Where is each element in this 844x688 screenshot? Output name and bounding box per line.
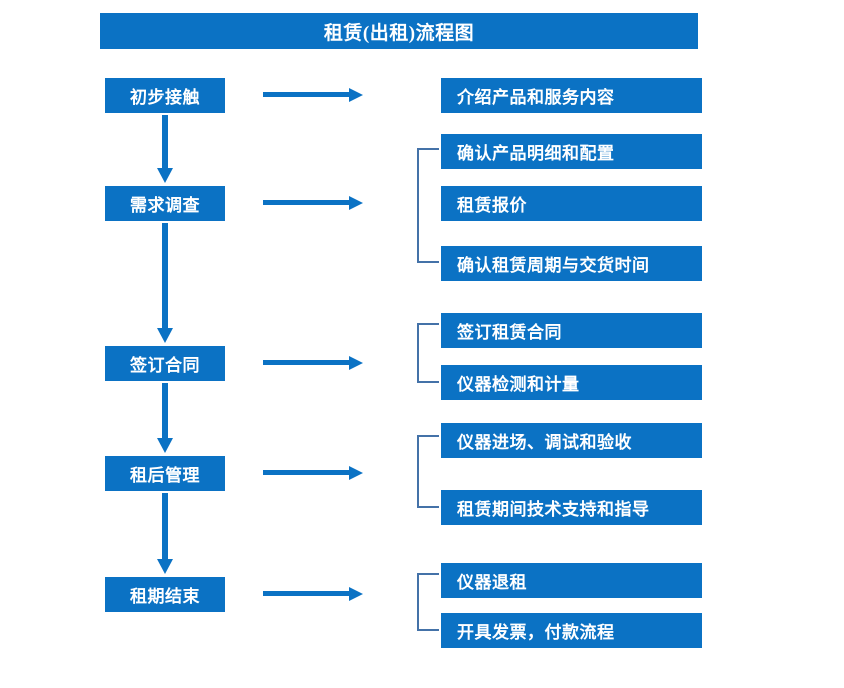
horizontal-arrow-icon-3	[263, 356, 363, 370]
stage-label: 租后管理	[130, 466, 200, 485]
stage-box-签订合同[interactable]: 签订合同	[105, 346, 225, 381]
detail-box-确认租赁周期与交货时间[interactable]: 确认租赁周期与交货时间	[441, 246, 702, 281]
group-bracket-1	[417, 148, 439, 263]
horizontal-arrow-icon-1	[263, 88, 363, 102]
detail-label: 确认产品明细和配置	[457, 144, 615, 163]
detail-label: 介绍产品和服务内容	[457, 88, 615, 107]
detail-box-仪器退租[interactable]: 仪器退租	[441, 563, 702, 598]
diagram-title-bar: 租赁(出租)流程图	[100, 13, 698, 49]
detail-label: 租赁报价	[457, 196, 527, 215]
detail-box-租赁期间技术支持和指导[interactable]: 租赁期间技术支持和指导	[441, 490, 702, 525]
detail-label: 仪器检测和计量	[457, 375, 580, 394]
detail-label: 仪器退租	[457, 573, 527, 592]
detail-box-开具发票付款流程[interactable]: 开具发票，付款流程	[441, 613, 702, 648]
stage-box-需求调查[interactable]: 需求调查	[105, 186, 225, 221]
stage-box-租后管理[interactable]: 租后管理	[105, 456, 225, 491]
stage-box-租期结束[interactable]: 租期结束	[105, 577, 225, 612]
group-bracket-3	[417, 435, 439, 508]
detail-box-签订租赁合同[interactable]: 签订租赁合同	[441, 313, 702, 348]
detail-box-仪器进场调试和验收[interactable]: 仪器进场、调试和验收	[441, 423, 702, 458]
detail-box-介绍产品和服务内容[interactable]: 介绍产品和服务内容	[441, 78, 702, 113]
vertical-arrow-icon-3	[157, 383, 173, 453]
detail-box-确认产品明细和配置[interactable]: 确认产品明细和配置	[441, 134, 702, 169]
horizontal-arrow-icon-2	[263, 196, 363, 210]
detail-label: 租赁期间技术支持和指导	[457, 500, 650, 519]
horizontal-arrow-icon-4	[263, 466, 363, 480]
detail-box-租赁报价[interactable]: 租赁报价	[441, 186, 702, 221]
group-bracket-4	[417, 573, 439, 631]
stage-label: 初步接触	[130, 88, 200, 107]
detail-label: 签订租赁合同	[457, 323, 562, 342]
vertical-arrow-icon-2	[157, 223, 173, 343]
diagram-title: 租赁(出租)流程图	[323, 22, 475, 44]
detail-box-仪器检测和计量[interactable]: 仪器检测和计量	[441, 365, 702, 400]
detail-label: 开具发票，付款流程	[457, 623, 615, 642]
stage-label: 租期结束	[130, 587, 200, 606]
vertical-arrow-icon-4	[157, 493, 173, 574]
detail-label: 仪器进场、调试和验收	[457, 433, 632, 452]
group-bracket-2	[417, 323, 439, 383]
vertical-arrow-icon-1	[157, 115, 173, 183]
stage-label: 签订合同	[130, 356, 200, 375]
detail-label: 确认租赁周期与交货时间	[457, 256, 650, 275]
stage-box-初步接触[interactable]: 初步接触	[105, 78, 225, 113]
horizontal-arrow-icon-5	[263, 587, 363, 601]
stage-label: 需求调查	[130, 196, 200, 215]
